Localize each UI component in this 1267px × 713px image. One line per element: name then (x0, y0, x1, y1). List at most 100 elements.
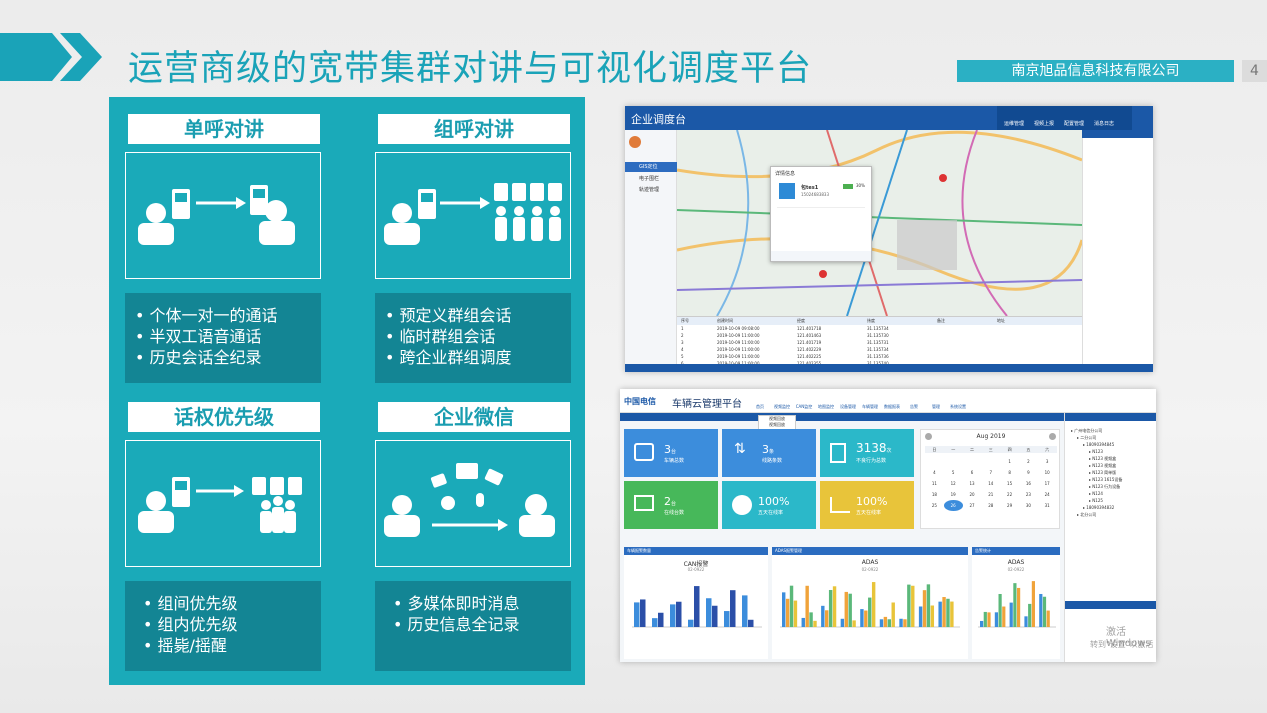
sidebar-item-fence[interactable]: 电子围栏 (639, 176, 660, 182)
nav-item[interactable]: 管理 (932, 404, 940, 409)
calendar-day[interactable]: 17 (1044, 481, 1050, 486)
tree-node[interactable]: ▸ N123 1615设备 (1089, 477, 1123, 482)
table-header: 纬度 (867, 318, 875, 323)
calendar-day[interactable]: 9 (1027, 470, 1030, 475)
tree-node[interactable]: ▸ N123 视频盒 (1089, 456, 1117, 461)
dropdown-item[interactable]: 视频回放 (769, 422, 785, 427)
calendar-day[interactable]: 23 (1025, 492, 1031, 497)
calendar-day[interactable]: 6 (970, 470, 974, 475)
calendar-day[interactable]: 14 (988, 481, 994, 486)
feature-title: 话权优先级 (128, 402, 320, 432)
tree-node[interactable]: ▸ 北分公司 (1077, 512, 1097, 517)
calendar-day[interactable]: 25 (931, 503, 937, 508)
arrow-right-icon (480, 197, 490, 209)
tile-online-count[interactable]: 2台 在线台数 (624, 481, 718, 529)
tree-node[interactable]: ▸ N123 行为设备 (1089, 484, 1121, 489)
single-call-illustration (125, 152, 321, 279)
dispatch-statusbar (625, 364, 1153, 372)
calendar-day[interactable]: 7 (989, 470, 993, 475)
tree-node[interactable]: ▸ 二分公司 (1077, 435, 1097, 440)
nav-item[interactable]: 车辆管理 (862, 404, 878, 409)
tree-node[interactable]: ▸ N124 (1089, 491, 1103, 496)
table-row[interactable]: 4 2019-10-09 11:00:00 121.402229 31.1357… (681, 347, 889, 352)
nav-item[interactable]: 地图监控 (818, 404, 834, 409)
nav-logs[interactable]: 消息日志 (1093, 121, 1114, 127)
nav-item[interactable]: 设备管理 (840, 404, 856, 409)
calendar-next-icon[interactable] (1049, 433, 1056, 440)
battery-level: 30% (856, 183, 865, 188)
tree-node[interactable]: ▸ N123 简单版 (1089, 470, 1117, 475)
table-row[interactable]: 1 2019-10-09 09:08:00 121.401718 31.1357… (681, 326, 889, 331)
tree-node[interactable]: ▸ 广州电信分公司 (1071, 428, 1103, 433)
calendar-prev-icon[interactable] (925, 433, 932, 440)
calendar-day[interactable]: 13 (969, 481, 975, 486)
calendar-day[interactable]: 22 (1007, 492, 1013, 497)
popup-actions[interactable] (771, 251, 871, 261)
tile-online-rate-2[interactable]: 100% 五天在线率 (820, 481, 914, 529)
calendar-day[interactable]: 12 (950, 481, 956, 486)
tile-online-rate[interactable]: 100% 五天在线率 (722, 481, 816, 529)
calendar-day[interactable]: 31 (1044, 503, 1050, 508)
sidebar-item-gis[interactable]: GIS定位 (639, 164, 658, 170)
calendar-day[interactable]: 15 (1007, 481, 1013, 486)
nav-ops[interactable]: 运维管理 (1003, 121, 1024, 127)
calendar-day[interactable]: 1 (1008, 459, 1011, 464)
tile-route-count[interactable]: 3条 线路条数 ⇅ (722, 429, 816, 477)
nav-item[interactable]: 视频监控 (774, 404, 790, 409)
calendar-day[interactable]: 4 (933, 470, 936, 475)
dispatch-user-tree[interactable] (1082, 130, 1153, 372)
table-row[interactable]: 2 2019-10-09 11:00:00 121.401463 31.1357… (681, 333, 889, 338)
feature-title: 单呼对讲 (128, 114, 320, 144)
nav-item[interactable]: 系统设置 (950, 404, 966, 409)
calendar-day[interactable]: 19 (950, 492, 956, 497)
tree-node[interactable]: ▸ 18090394845 (1083, 442, 1115, 447)
nav-item[interactable]: CAN监控 (795, 404, 813, 409)
calendar-day[interactable]: 30 (1025, 503, 1031, 508)
table-row[interactable]: 6 2019-10-09 11:00:00 121.402355 31.1357… (677, 360, 1082, 367)
calendar-day[interactable]: 8 (1008, 470, 1011, 475)
table-header: 创建时间 (717, 318, 733, 323)
calendar-day[interactable]: 16 (1025, 481, 1031, 486)
tree-node[interactable]: ▸ N123 (1089, 449, 1103, 454)
feature-group-call: 组呼对讲 预定义群组会话 (373, 114, 575, 383)
calendar-weekday: 五 (1026, 447, 1031, 452)
calendar-day[interactable]: 18 (931, 492, 937, 497)
brand-logo: 中国电信 (624, 397, 656, 406)
calendar-day[interactable]: 24 (1044, 492, 1050, 497)
nav-item[interactable]: 首页 (756, 404, 764, 409)
chart-panel-alarm: 告警统计 ADAS 02-0922 (972, 547, 1060, 659)
dropdown-item[interactable]: 视频回放 (769, 416, 785, 421)
calendar-day[interactable]: 21 (988, 492, 994, 497)
nav-item[interactable]: 数据报表 (884, 404, 900, 409)
vehicle-tree[interactable]: ▸ 广州电信分公司 ▸ 二分公司 ▸ 18090394845 ▸ N123 ▸ N123… (1064, 413, 1156, 662)
tile-vehicle-count[interactable]: 3台 车辆总数 (624, 429, 718, 477)
chart-bar (860, 609, 864, 627)
nav-item[interactable]: 告警 (910, 404, 918, 409)
table-row[interactable]: 5 2019-10-09 11:00:00 121.402225 31.1357… (681, 354, 889, 359)
calendar-day[interactable]: 28 (988, 503, 994, 508)
person-icon (138, 203, 174, 245)
arrow-right-icon (236, 197, 246, 209)
nav-config[interactable]: 配置管理 (1063, 121, 1084, 127)
calendar-day[interactable]: 26 (943, 500, 963, 511)
tree-node[interactable]: ▸ 18090394832 (1083, 505, 1115, 510)
tile-behavior-count[interactable]: 3138次 不良行为总数 (820, 429, 914, 477)
calendar-day[interactable]: 10 (1044, 470, 1050, 475)
dispatch-map[interactable] (677, 130, 1082, 316)
list-item: 个体一对一的通话 (135, 305, 321, 326)
calendar-day[interactable]: 11 (931, 481, 937, 486)
calendar-day[interactable]: 3 (1045, 459, 1049, 464)
tree-node[interactable]: ▸ N123 视频盒 (1089, 463, 1117, 468)
calendar-day[interactable]: 27 (969, 503, 975, 508)
calendar-day[interactable]: 2 (1027, 459, 1030, 464)
nav-video[interactable]: 视频上报 (1033, 121, 1054, 127)
sidebar-item-track[interactable]: 轨迹管理 (639, 187, 660, 193)
list-item: 半双工语音通话 (135, 326, 321, 347)
tree-node[interactable]: ▸ N125 (1089, 498, 1103, 503)
calendar-day[interactable]: 29 (1007, 503, 1013, 508)
calendar-day[interactable]: 20 (969, 492, 975, 497)
calendar-day[interactable]: 5 (951, 470, 955, 475)
table-row[interactable]: 3 2019-10-09 11:00:00 121.401719 31.1357… (681, 340, 889, 345)
